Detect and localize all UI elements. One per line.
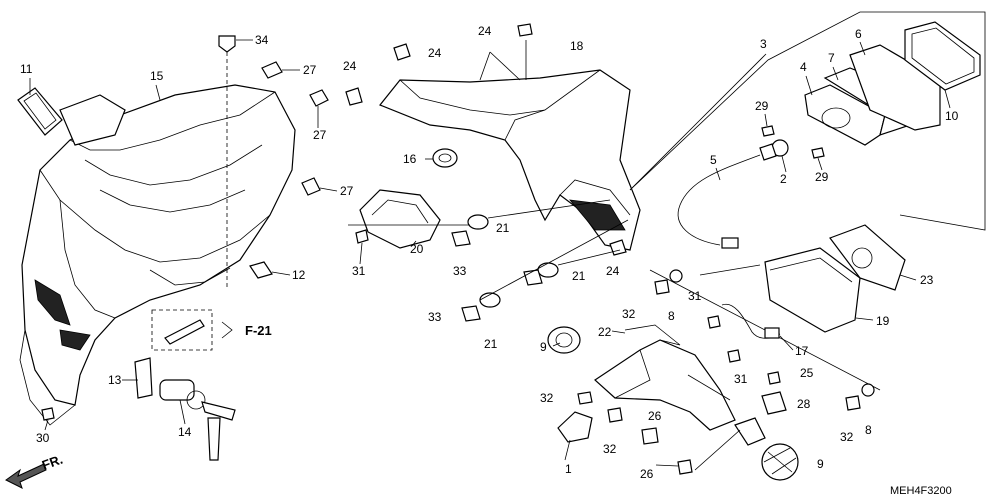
screw-30-part — [41, 407, 55, 421]
clip-12-part — [249, 261, 273, 279]
washer-nut-parts — [348, 199, 629, 322]
label-26-a: 26 — [648, 409, 662, 423]
label-32-a: 32 — [622, 307, 636, 321]
small-fastener-parts — [577, 269, 875, 475]
license-light-assembly — [649, 224, 906, 391]
label-9-b: 9 — [817, 457, 824, 471]
label-10: 10 — [945, 109, 959, 123]
label-21-a: 21 — [496, 221, 510, 235]
label-26-b: 26 — [640, 467, 654, 481]
label-33-a: 33 — [453, 264, 467, 278]
label-24-a: 24 — [428, 46, 442, 60]
label-27-c: 27 — [340, 184, 354, 198]
leader-lines — [29, 39, 951, 471]
label-14: 14 — [178, 425, 192, 439]
label-32-d: 32 — [840, 430, 854, 444]
label-11: 11 — [20, 62, 33, 76]
label-7: 7 — [828, 51, 835, 65]
label-34: 34 — [255, 33, 269, 47]
label-29-a: 29 — [755, 99, 769, 113]
screw-31-part — [355, 229, 369, 244]
label-f21: F-21 — [245, 323, 272, 338]
ref-box-f21 — [151, 309, 233, 351]
label-5: 5 — [710, 153, 717, 167]
label-6: 6 — [855, 27, 862, 41]
label-23: 23 — [920, 273, 934, 287]
clip-27-parts — [261, 61, 329, 196]
label-1: 1 — [565, 462, 572, 476]
tail-light-assembly — [629, 11, 986, 249]
label-22: 22 — [598, 325, 612, 339]
label-33-b: 33 — [428, 310, 442, 324]
label-3: 3 — [760, 37, 767, 51]
harness-17-part — [721, 303, 781, 339]
key-lock-part — [159, 379, 236, 461]
label-19: 19 — [876, 314, 890, 328]
label-2: 2 — [780, 172, 787, 186]
label-fr: FR. — [40, 452, 65, 473]
rubber-pad-part — [17, 87, 63, 136]
grommet-16-part — [432, 148, 458, 168]
label-16: 16 — [403, 152, 417, 166]
clip-34-part — [218, 35, 236, 290]
label-4: 4 — [800, 60, 807, 74]
cover-20-part — [359, 189, 441, 249]
label-18: 18 — [570, 39, 584, 53]
label-27-b: 27 — [313, 128, 327, 142]
label-31-a: 31 — [352, 264, 366, 278]
rear-fender-part — [19, 84, 296, 426]
label-13: 13 — [108, 373, 122, 387]
label-12: 12 — [292, 268, 306, 282]
label-25: 25 — [800, 366, 814, 380]
reflector-9-parts — [547, 326, 799, 481]
label-28: 28 — [797, 397, 811, 411]
part-labels: 11 15 34 27 27 27 12 F-21 13 14 30 FR. 2… — [20, 24, 959, 497]
label-9-a: 9 — [540, 340, 547, 354]
label-8-a: 8 — [668, 309, 675, 323]
diagram-code: MEH4F3200 — [890, 485, 952, 497]
label-17: 17 — [795, 344, 809, 358]
cushion-1-part — [557, 411, 593, 443]
label-24-d: 24 — [606, 264, 620, 278]
label-32-c: 32 — [603, 442, 617, 456]
label-21-c: 21 — [484, 337, 498, 351]
label-24-c: 24 — [478, 24, 492, 38]
label-30: 30 — [36, 431, 50, 445]
label-29-b: 29 — [815, 170, 829, 184]
label-24-b: 24 — [343, 59, 357, 73]
label-8-b: 8 — [865, 423, 872, 437]
label-31-b: 31 — [688, 289, 702, 303]
label-27-a: 27 — [303, 63, 317, 77]
bolt-24-parts — [345, 23, 627, 256]
license-bracket-part — [594, 324, 766, 446]
front-direction-arrow — [5, 463, 47, 489]
label-15: 15 — [150, 69, 164, 83]
bracket-13-part — [134, 357, 153, 399]
label-32-b: 32 — [540, 391, 554, 405]
label-31-c: 31 — [734, 372, 748, 386]
label-21-b: 21 — [572, 269, 586, 283]
label-20: 20 — [410, 242, 424, 256]
